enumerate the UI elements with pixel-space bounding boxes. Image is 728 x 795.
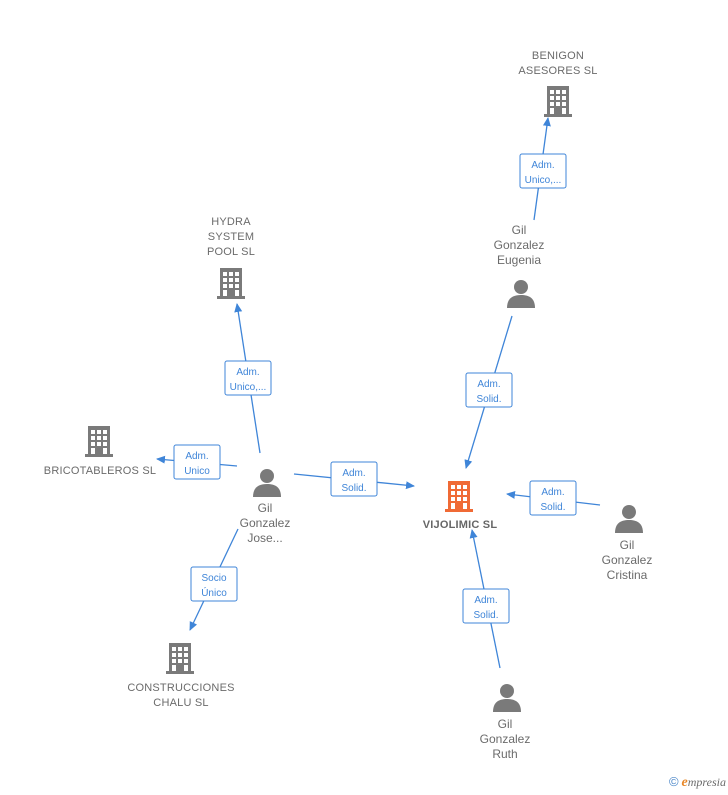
edge-label-text: Solid. — [341, 483, 366, 494]
node-bricotableros[interactable]: BRICOTABLEROS SL — [44, 426, 156, 477]
node-label: ASESORES SL — [518, 65, 597, 77]
building-icon — [85, 426, 113, 457]
edge-label-text: Unico,... — [230, 382, 267, 393]
edge-label-box[interactable] — [190, 566, 238, 602]
node-label: Gonzalez — [494, 238, 545, 252]
footer-brand[interactable]: ©empresia — [669, 774, 726, 791]
brand-logo-text: mpresia — [687, 775, 726, 789]
node-label: CONSTRUCCIONES — [127, 682, 234, 694]
node-vijolimic[interactable]: VIJOLIMIC SL — [423, 481, 498, 531]
node-label: Gil — [498, 717, 513, 731]
edge-label-text: Adm. — [531, 160, 554, 171]
edge-label-box[interactable] — [330, 461, 378, 497]
copyright-icon: © — [668, 774, 679, 789]
node-construcciones[interactable]: CONSTRUCCIONES CHALU SL — [127, 643, 234, 709]
node-label: Gil — [620, 538, 635, 552]
edge-cristina-to-vijolimic: Adm. Solid. — [506, 480, 601, 516]
edge-eugenia-to-benigon: Adm. Unico,... — [519, 117, 567, 221]
edge-label-text: Solid. — [476, 394, 501, 405]
edge-label-text: Unico,... — [525, 175, 562, 186]
edge-label-text: Solid. — [473, 610, 498, 621]
edge-label-box[interactable] — [173, 444, 221, 480]
node-label: BENIGON — [532, 50, 584, 62]
building-icon — [217, 268, 245, 299]
node-label: Cristina — [607, 568, 648, 582]
node-jose[interactable]: GilGonzalezJose... — [240, 469, 291, 545]
node-label: Gonzalez — [480, 732, 531, 746]
edge-label-text: Adm. — [474, 595, 497, 606]
edge-eugenia-to-vijolimic: Adm. Solid. — [464, 315, 513, 469]
edge-label-text: Adm. — [541, 487, 564, 498]
building-icon — [166, 643, 194, 674]
edge-label-text: Unico — [184, 466, 210, 477]
node-label: Ruth — [492, 747, 517, 761]
node-label: Eugenia — [497, 253, 541, 267]
building-icon — [445, 481, 473, 512]
node-label: Jose... — [247, 531, 282, 545]
edge-jose-to-hydra: Adm. Unico,... — [224, 303, 272, 454]
edge-ruth-to-vijolimic: Adm. Solid. — [462, 529, 510, 669]
edge-label-box[interactable] — [529, 480, 577, 516]
nodes-layer: VIJOLIMIC SL BENIGON ASESORES SL HYDRA SYSTE… — [44, 50, 653, 761]
edge-label-text: Adm. — [477, 379, 500, 390]
node-label: Gil — [258, 501, 273, 515]
edge-label-box[interactable] — [224, 360, 272, 396]
edge-label-text: Solid. — [540, 502, 565, 513]
node-label: CHALU SL — [153, 697, 208, 709]
edge-label-text: Adm. — [342, 468, 365, 479]
node-label: SYSTEM — [208, 231, 254, 243]
edge-jose-to-vijolimic: Adm. Solid. — [293, 461, 415, 497]
edge-label-box[interactable] — [462, 588, 510, 624]
node-label: Gonzalez — [240, 516, 291, 530]
node-label: VIJOLIMIC SL — [423, 519, 498, 531]
node-label: Gonzalez — [602, 553, 653, 567]
node-label: POOL SL — [207, 246, 255, 258]
person-icon — [493, 684, 521, 712]
brand-logo-initial: e — [681, 775, 688, 790]
person-icon — [615, 505, 643, 533]
node-benigon[interactable]: BENIGON ASESORES SL — [518, 50, 597, 117]
node-hydra[interactable]: HYDRA SYSTEM POOL SL — [207, 216, 255, 299]
person-icon — [507, 280, 535, 308]
building-icon — [544, 86, 572, 117]
edges-layer: Adm.Unico,...Adm.Solid.Adm.Unico,...Adm.… — [156, 117, 601, 669]
edge-jose-to-bricotableros: Adm. Unico — [156, 444, 238, 480]
edge-label-text: Único — [201, 586, 227, 599]
person-icon — [253, 469, 281, 497]
node-label: Gil — [512, 223, 527, 237]
edge-label-text: Adm. — [185, 451, 208, 462]
node-label: BRICOTABLEROS SL — [44, 465, 156, 477]
edge-label-text: Adm. — [236, 367, 259, 378]
node-label: HYDRA — [211, 216, 251, 228]
edge-label-box[interactable] — [519, 153, 567, 189]
edge-label-text: Socio — [201, 573, 226, 584]
edge-label-box[interactable] — [465, 372, 513, 408]
